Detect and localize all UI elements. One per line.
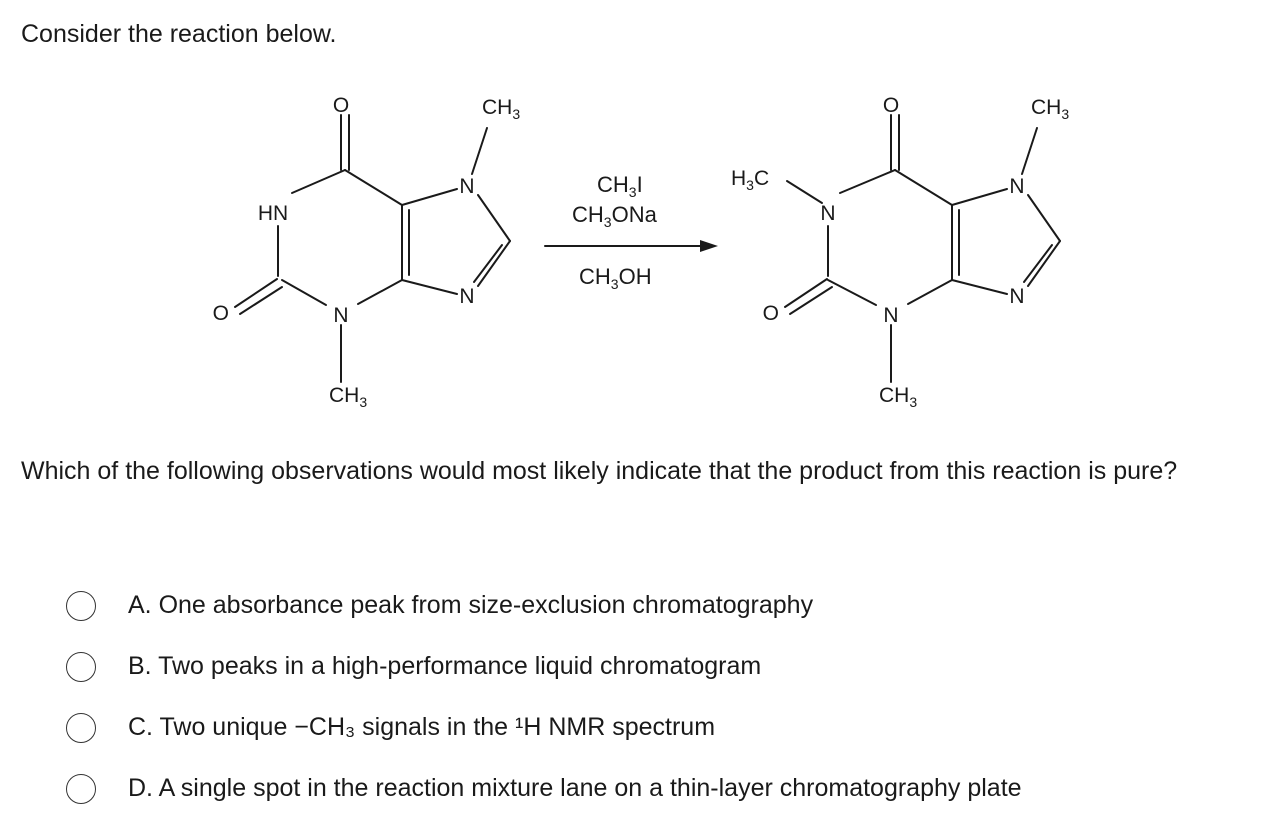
answer-option-a[interactable]: A. One absorbance peak from size-exclusi…: [66, 575, 1022, 636]
product-n9-label: N: [1009, 285, 1024, 308]
answer-option-d-label: D. A single spot in the reaction mixture…: [128, 774, 1022, 802]
radio-button-c[interactable]: [66, 712, 96, 743]
reactant-n3-label: N: [333, 304, 348, 327]
radio-button-b[interactable]: [66, 651, 96, 682]
reactant-ch3-bottom: CH3: [329, 384, 367, 410]
product-n3-label: N: [883, 304, 898, 327]
product-h3c-label: H3C: [731, 167, 769, 193]
answer-option-b[interactable]: B. Two peaks in a high-performance liqui…: [66, 636, 1022, 697]
answer-option-b-label: B. Two peaks in a high-performance liqui…: [128, 652, 762, 680]
answer-options: A. One absorbance peak from size-exclusi…: [66, 575, 1022, 819]
intro-text: Consider the reaction below.: [21, 20, 337, 48]
answer-option-a-label: A. One absorbance peak from size-exclusi…: [128, 591, 814, 619]
radio-button-d[interactable]: [66, 773, 96, 804]
product-carbonyl-oxygen: O: [883, 94, 899, 117]
answer-option-c-label: C. Two unique −CH₃ signals in the ¹H NMR…: [128, 713, 716, 741]
reaction-scheme: O O HN N N N CH3 CH3 CH3I CH3ONa CH3OH O…: [213, 94, 1070, 410]
reactant-lower-oxygen: O: [213, 302, 229, 325]
answer-option-d[interactable]: D. A single spot in the reaction mixture…: [66, 758, 1022, 819]
reactant-n9-label: N: [459, 285, 474, 308]
reactant-nh-label: HN: [258, 202, 288, 225]
radio-button-a[interactable]: [66, 590, 96, 621]
reaction-arrow-head: [700, 240, 718, 252]
product-n1-label: N: [820, 202, 835, 225]
reactant-ch3-top: CH3: [482, 96, 520, 122]
product-lower-oxygen: O: [763, 302, 779, 325]
product-n7-label: N: [1009, 175, 1024, 198]
reagent-methanol: CH3OH: [579, 264, 652, 292]
reactant-n7-label: N: [459, 175, 474, 198]
product-ch3-top: CH3: [1031, 96, 1069, 122]
reactant-carbonyl-oxygen: O: [333, 94, 349, 117]
reagent-sodium-methoxide: CH3ONa: [572, 202, 658, 230]
reagent-methyl-iodide: CH3I: [597, 172, 643, 200]
product-ch3-bottom: CH3: [879, 384, 917, 410]
answer-option-c[interactable]: C. Two unique −CH₃ signals in the ¹H NMR…: [66, 697, 1022, 758]
question-text: Which of the following observations woul…: [21, 457, 1178, 485]
